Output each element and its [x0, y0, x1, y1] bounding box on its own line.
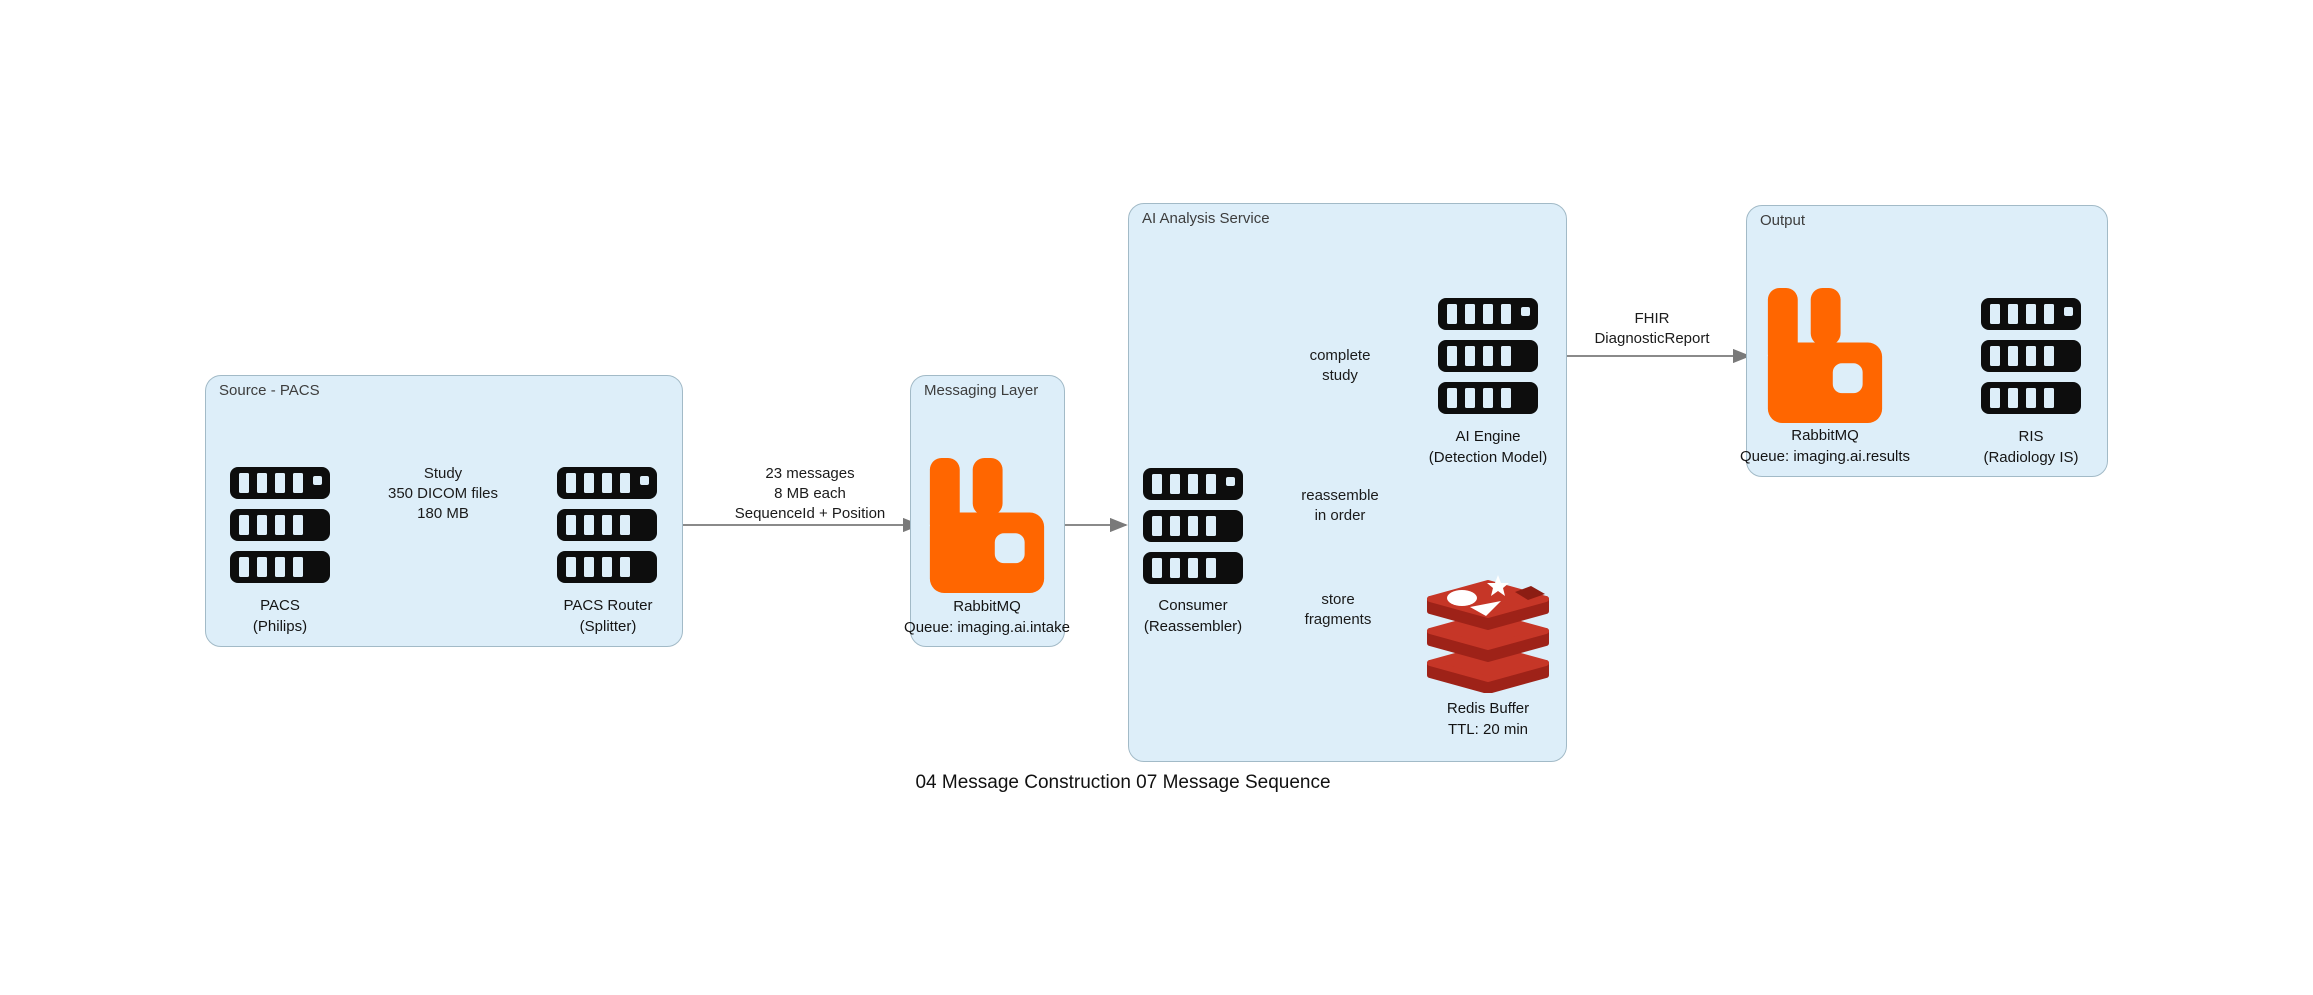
node-label-pacs-router: PACS Router (Splitter)	[564, 595, 653, 637]
node-label-rabbitmq-results-line1: RabbitMQ	[1791, 427, 1859, 444]
edge-label-study-line1: Study	[423, 465, 463, 482]
node-label-pacs-router-line2: (Splitter)	[579, 618, 637, 635]
edge-label-messages-line3: SequenceId + Position	[734, 505, 886, 522]
edge-label-study-line2: 350 DICOM files	[387, 485, 499, 502]
node-label-consumer-line1: Consumer	[1158, 597, 1228, 614]
edge-label-reassemble-line1: reassemble	[1301, 487, 1379, 504]
group-messaging-layer-title: Messaging Layer	[924, 382, 1039, 399]
redis-icon	[1418, 573, 1558, 693]
node-label-pacs-line1: PACS	[260, 597, 300, 614]
node-label-rabbitmq-results: RabbitMQ Queue: imaging.ai.results	[1740, 425, 1910, 467]
node-label-ai-engine: AI Engine (Detection Model)	[1429, 426, 1547, 468]
server-stack-icon-ai-engine	[1438, 298, 1538, 414]
node-label-pacs-router-line1: PACS Router	[563, 597, 653, 614]
edge-label-messages: 23 messages 8 MB each SequenceId + Posit…	[735, 464, 886, 524]
edge-label-fhir-line2: DiagnosticReport	[1594, 330, 1710, 347]
edge-label-complete-study-line1: complete	[1309, 347, 1371, 364]
edge-label-reassemble: reassemble in order	[1301, 486, 1379, 526]
edge-label-study: Study 350 DICOM files 180 MB	[388, 464, 498, 524]
edge-label-complete-study-line2: study	[1322, 367, 1358, 384]
edge-label-messages-line1: 23 messages	[765, 465, 855, 482]
edge-label-store-fragments-line1: store	[1321, 591, 1355, 608]
edge-label-store-fragments: store fragments	[1305, 590, 1372, 630]
group-ai-analysis-service-title: AI Analysis Service	[1142, 210, 1270, 227]
node-label-ai-engine-line2: (Detection Model)	[1428, 449, 1548, 466]
node-label-rabbitmq-intake: RabbitMQ Queue: imaging.ai.intake	[904, 596, 1070, 638]
node-label-consumer-line2: (Reassembler)	[1143, 618, 1243, 635]
server-stack-icon-ris	[1981, 298, 2081, 414]
group-output-title: Output	[1760, 212, 1806, 229]
edge-label-messages-line2: 8 MB each	[774, 485, 846, 502]
edge-label-complete-study: complete study	[1310, 346, 1371, 386]
node-label-ris-line2: (Radiology IS)	[1983, 449, 2079, 466]
node-label-pacs-line2: (Philips)	[252, 618, 308, 635]
rabbitmq-icon-intake	[922, 458, 1052, 593]
node-label-ris: RIS (Radiology IS)	[1983, 426, 2078, 468]
rabbitmq-icon-results	[1760, 288, 1890, 423]
edge-label-fhir-line1: FHIR	[1634, 310, 1670, 327]
node-label-redis-buffer: Redis Buffer TTL: 20 min	[1447, 698, 1529, 740]
server-stack-icon-consumer	[1143, 468, 1243, 584]
edge-label-study-line3: 180 MB	[417, 505, 469, 522]
edge-label-store-fragments-line2: fragments	[1304, 611, 1372, 628]
node-label-rabbitmq-intake-line1: RabbitMQ	[953, 598, 1021, 615]
node-label-rabbitmq-intake-line2: Queue: imaging.ai.intake	[904, 619, 1070, 636]
node-label-ris-line1: RIS	[2018, 428, 2044, 445]
node-label-consumer: Consumer (Reassembler)	[1144, 595, 1242, 637]
server-stack-icon-pacs-router	[557, 467, 657, 583]
group-source-pacs-title: Source - PACS	[219, 382, 320, 399]
diagram-caption: 04 Message Construction 07 Message Seque…	[915, 772, 1331, 793]
node-label-redis-buffer-line2: TTL: 20 min	[1447, 721, 1529, 738]
server-stack-icon-pacs	[230, 467, 330, 583]
node-label-pacs: PACS (Philips)	[253, 595, 307, 637]
edge-label-fhir: FHIR DiagnosticReport	[1594, 309, 1709, 349]
edge-label-reassemble-line2: in order	[1314, 507, 1366, 524]
node-label-rabbitmq-results-line2: Queue: imaging.ai.results	[1739, 448, 1911, 465]
node-label-ai-engine-line1: AI Engine	[1455, 428, 1521, 445]
node-label-redis-buffer-line1: Redis Buffer	[1446, 700, 1530, 717]
